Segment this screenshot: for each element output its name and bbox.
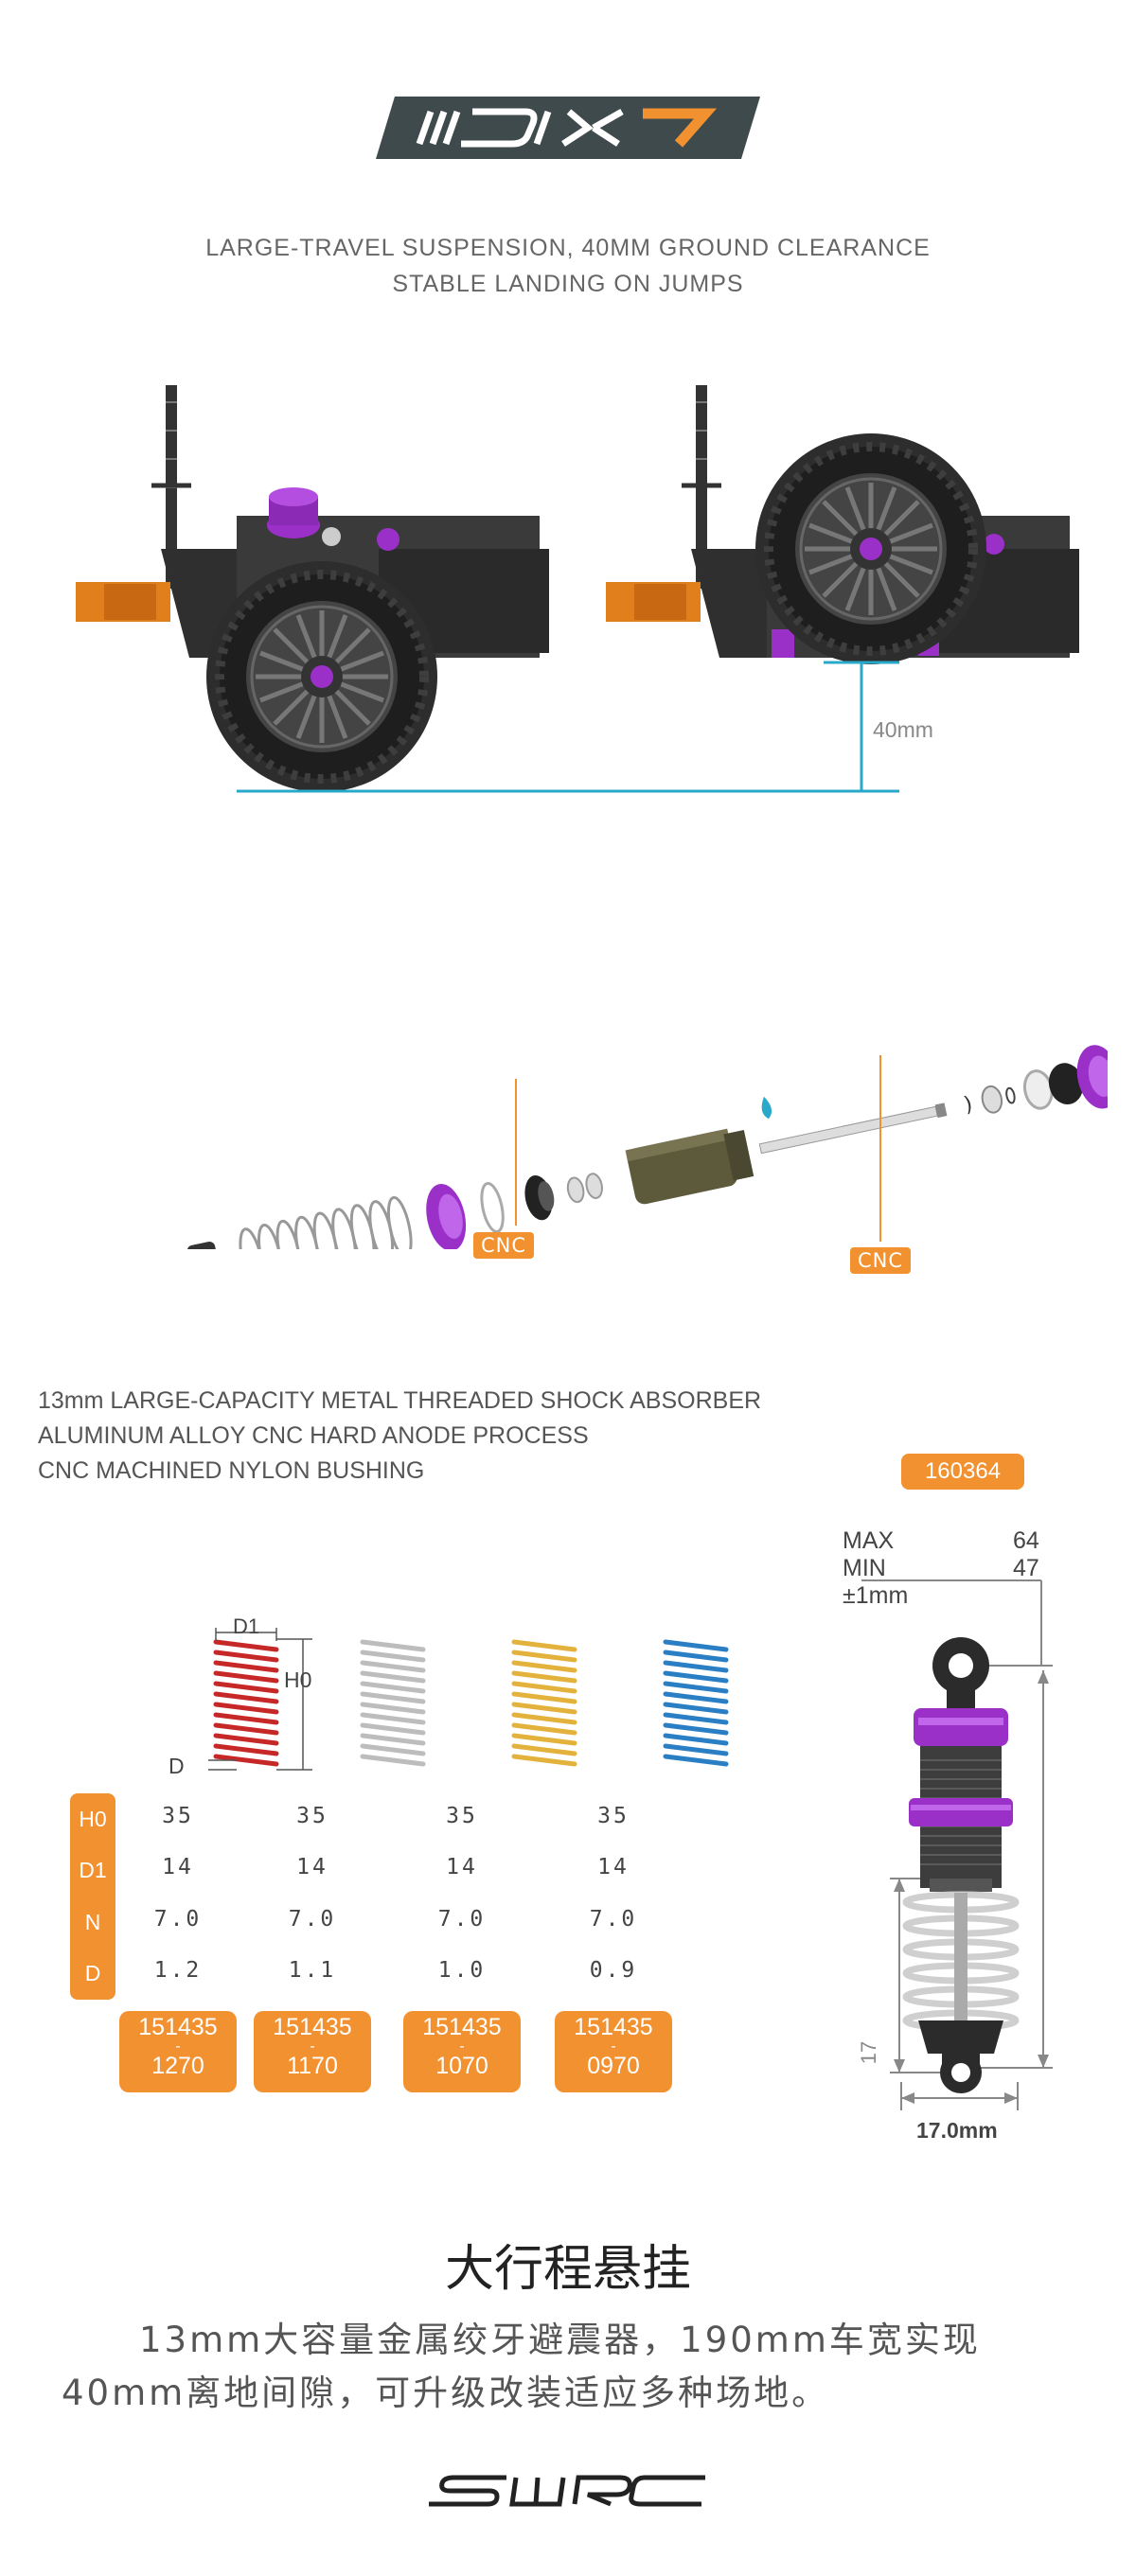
wheel-right — [755, 433, 986, 664]
eye-height-label: 17 — [857, 2040, 881, 2065]
spec-row-labels: H0 D1 N D — [70, 1793, 115, 2000]
spring-4-part-bottom: 0970 — [587, 2053, 640, 2079]
row-label-h0: H0 — [79, 1807, 107, 1831]
spring-3-d: 1.0 — [437, 1958, 487, 1983]
shock-shaft-part — [758, 1103, 948, 1155]
tagline-line-1: LARGE-TRAVEL SUSPENSION, 40MM GROUND CLE… — [205, 235, 931, 261]
cn-title: 大行程悬挂 — [444, 2241, 691, 2298]
spring-2-n: 7.0 — [288, 1907, 337, 1932]
spring-4-part-sep: - — [611, 2038, 616, 2055]
spring-1-part-sep: - — [175, 2038, 181, 2055]
spring-3-h0: 35 — [446, 1804, 478, 1828]
mdk7-logo — [374, 95, 762, 161]
exploded-shock-view: ) — [47, 965, 1120, 1308]
spring-4-d: 0.9 — [589, 1958, 638, 1983]
cn-body: 13mm大容量金属绞牙避震器，190mm车宽实现40mm离地间隙，可升级改装适应… — [62, 2320, 981, 2413]
spring-4-part-top: 151435 — [574, 2014, 653, 2040]
spring-2-graphic — [360, 1639, 426, 1767]
spring-2-h0: 35 — [296, 1804, 328, 1828]
spring-1-part-top: 151435 — [138, 2014, 218, 2040]
spring-1-graphic — [213, 1639, 279, 1767]
spring-2-part-top: 151435 — [273, 2014, 352, 2040]
min-label: MIN — [843, 1555, 886, 1581]
svg-text:): ) — [962, 1092, 975, 1117]
feature-line-1: 13mm LARGE-CAPACITY METAL THREADED SHOCK… — [38, 1387, 762, 1414]
shock-body-part — [625, 1128, 754, 1205]
spring-3-part-number: 151435-1070 — [403, 2011, 521, 2092]
spring-cup-part — [186, 1242, 234, 1297]
spring-1-d: 1.2 — [153, 1958, 203, 1983]
spring-4-h0: 35 — [597, 1804, 630, 1828]
spring-2-d: 1.1 — [288, 1958, 337, 1983]
cnc-badge-right: CNC — [850, 1247, 911, 1274]
max-label: MAX — [843, 1527, 895, 1554]
spring-3-d1: 14 — [446, 1855, 478, 1879]
row-label-n: N — [84, 1910, 101, 1934]
row-label-d: D — [84, 1961, 101, 1985]
mdk7-logo-graphic — [376, 97, 760, 159]
spring-1-h0: 35 — [162, 1804, 194, 1828]
shock-width-label: 17.0mm — [916, 2118, 998, 2143]
wheel-left — [206, 561, 437, 792]
cnc-badge-left: CNC — [473, 1232, 534, 1259]
spring-1-part-bottom: 1270 — [151, 2053, 204, 2079]
spring-4-part-number: 151435-0970 — [555, 2011, 672, 2092]
spring-3-part-bottom: 1070 — [435, 2053, 488, 2079]
springs-graphic — [151, 1609, 795, 1789]
tolerance-label: ±1mm — [843, 1582, 909, 1609]
shock-diagram — [852, 1576, 1089, 2125]
spring-2-part-bottom: 1170 — [287, 2053, 338, 2079]
spring-3-graphic — [511, 1639, 577, 1767]
min-value: 47 — [1013, 1555, 1039, 1581]
spring-3-part-top: 151435 — [422, 2014, 502, 2040]
spring-2-part-sep: - — [310, 2038, 315, 2055]
spring-2-part-number: 151435-1170 — [254, 2011, 371, 2092]
oil-drop-icon — [761, 1096, 772, 1120]
swrc-logo — [421, 2472, 715, 2510]
shock-part-number: 160364 — [901, 1454, 1024, 1490]
spring-h0-label: H0 — [284, 1667, 312, 1692]
spring-1-d1: 14 — [162, 1855, 194, 1879]
row-label-d1: D1 — [79, 1858, 107, 1882]
cap-part — [1048, 1045, 1120, 1109]
spring-1-part-number: 151435-1270 — [119, 2011, 237, 2092]
spring-3-n: 7.0 — [437, 1907, 487, 1932]
tagline-line-2: STABLE LANDING ON JUMPS — [392, 271, 744, 297]
piston-parts: ) — [962, 1069, 1054, 1118]
spring-d1-label: D1 — [233, 1614, 260, 1638]
spring-2-d1: 14 — [296, 1855, 328, 1879]
spring-4-graphic — [663, 1639, 729, 1767]
spring-3-part-sep: - — [459, 2038, 465, 2055]
feature-line-3: CNC MACHINED NYLON BUSHING — [38, 1457, 425, 1484]
feature-line-2: ALUMINUM ALLOY CNC HARD ANODE PROCESS — [38, 1422, 589, 1449]
spring-4-d1: 14 — [597, 1855, 630, 1879]
spring-1-n: 7.0 — [153, 1907, 203, 1932]
spring-d-label: D — [169, 1754, 185, 1778]
spring-4-n: 7.0 — [589, 1907, 638, 1932]
max-value: 64 — [1013, 1527, 1039, 1554]
adjuster-ring-part — [426, 1181, 505, 1251]
bushing-part — [524, 1173, 603, 1221]
chassis-illustration — [66, 374, 1089, 800]
exploded-spring — [239, 1195, 413, 1290]
clearance-label: 40mm — [873, 717, 933, 742]
